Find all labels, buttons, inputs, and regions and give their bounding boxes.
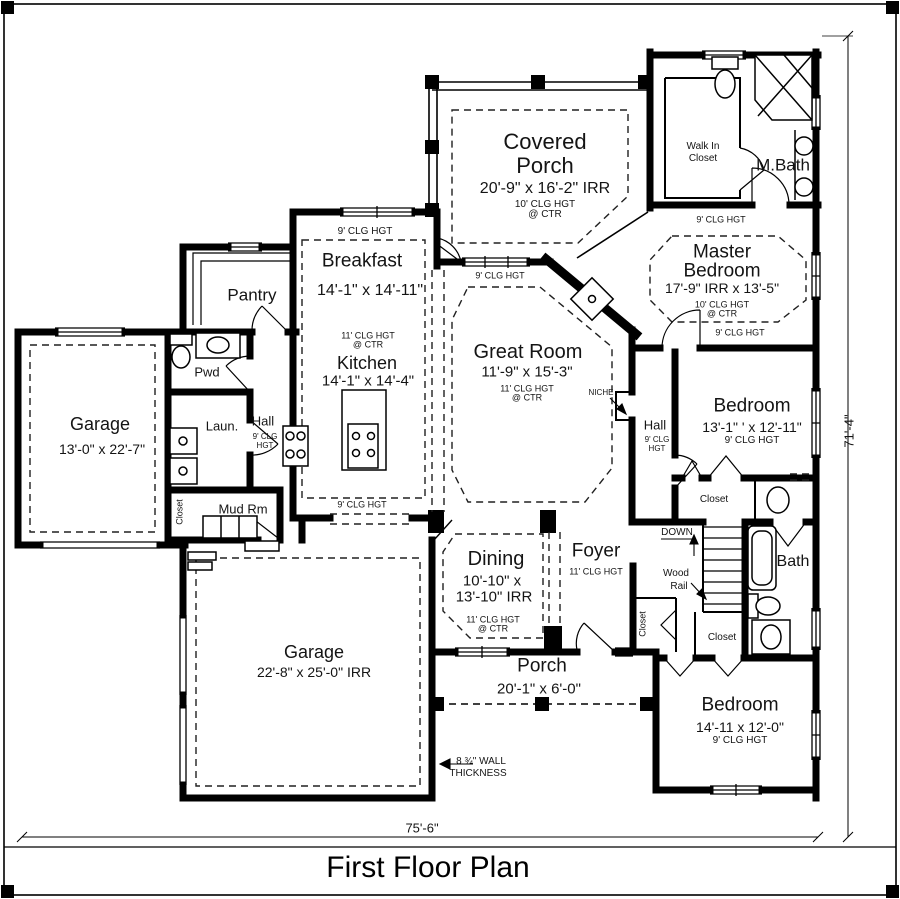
bedroom-bottom-label: Bedroom xyxy=(701,694,779,716)
great-room-ceiling2: @ CTR xyxy=(511,392,543,403)
master-bedroom-label: Master xyxy=(692,241,752,263)
hall-left-ceiling2: HGT xyxy=(256,441,274,450)
hall-right-ceiling: 9' CLG xyxy=(644,435,670,444)
master-bedroom-label2: Bedroom xyxy=(683,260,761,282)
porch-posts xyxy=(425,75,654,711)
wood-rail-label2: Rail xyxy=(670,581,688,592)
great-room-ceiling-north: 9' CLG HGT xyxy=(475,270,525,281)
bedroom-bottom-dims: 14'-11 x 12'-0" xyxy=(696,719,784,735)
dining-ceiling2: @ CTR xyxy=(477,623,509,634)
hall-left-ceiling: 9' CLG xyxy=(252,432,278,441)
garage-bottom-label: Garage xyxy=(283,642,345,662)
breakfast-label: Breakfast xyxy=(321,250,403,272)
covered-porch-ceiling: 10' CLG HGT xyxy=(514,199,576,210)
great-room-ceiling: 11' CLG HGT xyxy=(500,383,554,394)
bedroom-mid-closet-label: Closet xyxy=(699,494,729,505)
hall-right-label: Hall xyxy=(643,417,667,433)
laundry-label: Laun. xyxy=(205,418,239,434)
breakfast-ceiling: 9' CLG HGT xyxy=(337,226,393,237)
dining-dims2: 13'-10" IRR xyxy=(455,588,533,606)
kitchen-label: Kitchen xyxy=(336,353,398,373)
doors-layer xyxy=(225,147,807,677)
stairs-down-label: DOWN xyxy=(661,527,693,538)
bedroom-mid-label: Bedroom xyxy=(713,395,791,417)
mud-room-label: Mud Rm xyxy=(218,501,268,517)
stairs-closet-label: Closet xyxy=(707,632,737,643)
kitchen-ceiling-south: 9' CLG HGT xyxy=(337,499,387,510)
sheet-title: First Floor Plan xyxy=(326,851,530,884)
kitchen-ceiling2: @ CTR xyxy=(352,339,384,350)
great-room-label: Great Room xyxy=(473,341,583,363)
windows-layer xyxy=(40,50,821,796)
kitchen-dims: 14'-1" x 14'-4" xyxy=(321,372,415,390)
walk-in-closet-label2: Closet xyxy=(688,153,718,164)
annotation-arrows xyxy=(438,397,708,770)
mud-closet-label: Closet xyxy=(174,499,185,525)
covered-porch-label2: Porch xyxy=(516,153,574,178)
covered-porch-dims: 20'-9" x 16'-2" IRR xyxy=(479,180,611,197)
wall-thickness-note: 8 ¾" WALL xyxy=(456,756,506,767)
dining-label: Dining xyxy=(467,548,525,570)
wood-rail-label: Wood xyxy=(663,568,689,579)
dimension-lines xyxy=(16,30,854,843)
hall-left-label: Hall xyxy=(251,413,275,429)
pantry-label: Pantry xyxy=(227,285,277,305)
breakfast-dims: 14'-1" x 14'-11" xyxy=(316,282,424,299)
wall-thickness-note2: THICKNESS xyxy=(449,768,507,779)
fixtures-layer xyxy=(169,54,814,655)
covered-porch-label: Covered xyxy=(503,129,587,154)
bedroom-mid-ceiling: 9' CLG HGT xyxy=(724,435,780,446)
sheet-frame xyxy=(3,3,897,896)
hall-right-ceiling2: HGT xyxy=(648,444,666,453)
powder-label: Pwd xyxy=(194,364,220,380)
stairs xyxy=(703,526,745,605)
porch-label: Porch xyxy=(517,655,567,677)
great-room-dims: 11'-9" x 15'-3" xyxy=(481,363,573,381)
porch-dims: 20'-1" x 6'-0" xyxy=(497,680,581,698)
master-bedroom-ceiling: 10' CLG HGT xyxy=(694,299,750,310)
niche-label: NICHE xyxy=(588,388,614,397)
master-bedroom-ceiling-outer: 9' CLG HGT xyxy=(715,327,765,338)
master-bath-label: M.Bath xyxy=(756,155,810,175)
master-bedroom-dims: 17'-9" IRR x 13'-5" xyxy=(664,280,780,296)
overall-height-dimension: 71'-4" xyxy=(841,414,857,448)
garage-left-dims: 13'-0" x 22'-7" xyxy=(58,441,146,457)
foyer-ceiling: 11' CLG HGT xyxy=(569,566,623,577)
garage-bottom-dims: 22'-8" x 25'-0" IRR xyxy=(256,664,372,680)
dining-dims: 10'-10" x xyxy=(462,572,522,590)
kitchen-ceiling: 11' CLG HGT xyxy=(341,330,395,341)
covered-porch-ceiling2: @ CTR xyxy=(528,209,562,220)
bedroom-mid-dims: 13'-1" ' x 12'-11" xyxy=(702,419,802,435)
bath-label: Bath xyxy=(776,553,810,570)
garage-left-label: Garage xyxy=(69,414,131,434)
ceiling-dashed-layer xyxy=(29,109,812,787)
master-suite-ceiling: 9' CLG HGT xyxy=(696,214,746,225)
dining-ceiling: 11' CLG HGT xyxy=(466,614,520,625)
bedroom-bottom-ceiling: 9' CLG HGT xyxy=(712,735,768,746)
overall-width-dimension: 75'-6" xyxy=(405,820,439,836)
walk-in-closet-label: Walk In xyxy=(686,141,720,152)
foyer-label: Foyer xyxy=(571,540,621,562)
foyer-closet-label: Closet xyxy=(637,611,648,637)
master-bedroom-ceiling2: @ CTR xyxy=(706,308,738,319)
